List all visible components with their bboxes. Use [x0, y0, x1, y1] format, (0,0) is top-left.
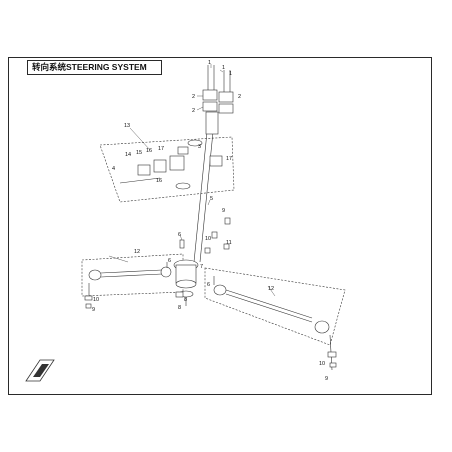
callout-6: 6: [168, 258, 171, 264]
callout-2: 2: [192, 108, 195, 114]
leader-lines: [108, 64, 276, 297]
callout-10: 10: [319, 361, 325, 367]
callout-14: 14: [125, 152, 131, 158]
right-tie-rod: [213, 276, 333, 371]
callout-5: 5: [210, 196, 213, 202]
upper-clamps: [202, 89, 234, 114]
callout-13: 13: [124, 123, 130, 129]
callout-7: 7: [200, 264, 203, 270]
group-13-outline: [99, 136, 235, 203]
callout-8: 8: [184, 297, 187, 303]
callout-17: 17: [158, 146, 164, 152]
callout-12: 12: [134, 249, 140, 255]
callout-16: 16: [156, 178, 162, 184]
callout-4: 4: [112, 166, 115, 172]
callout-1: 1: [208, 60, 211, 66]
callout-1: 1: [222, 65, 225, 71]
callout-9: 9: [325, 376, 328, 382]
left-tie-rod: [88, 262, 172, 300]
diagram-frame: [8, 57, 432, 395]
callout-2: 2: [192, 94, 195, 100]
callout-12: 12: [268, 286, 274, 292]
steering-column-shaft: [193, 111, 219, 263]
callout-15: 15: [136, 150, 142, 156]
front-direction-icon: [25, 359, 55, 382]
group-12-right-outline: [204, 267, 346, 346]
right-lower-fasteners: [327, 351, 337, 368]
callout-6: 6: [207, 282, 210, 288]
callout-1: 1: [229, 71, 232, 77]
callout-10: 10: [205, 236, 211, 242]
left-lower-fasteners: [84, 291, 184, 309]
diagram-title: 转向系统STEERING SYSTEM: [27, 60, 162, 75]
callout-2: 2: [238, 94, 241, 100]
top-bolts: [207, 65, 231, 92]
callout-3: 3: [198, 144, 201, 150]
column-bracket-parts: [119, 139, 223, 190]
callout-8: 8: [178, 305, 181, 311]
callout-17: 17: [226, 156, 232, 162]
callout-9: 9: [92, 307, 95, 313]
callout-11: 11: [226, 240, 232, 246]
callout-10: 10: [93, 297, 99, 303]
callout-labels: 1 1 1 2 2 2 3 4 5 6 6 6 7 8 8 9 9 9 10 1…: [92, 60, 328, 382]
callout-6: 6: [178, 232, 181, 238]
group-12-left-outline: [81, 253, 184, 297]
callout-9: 9: [222, 208, 225, 214]
callout-16: 16: [146, 148, 152, 154]
